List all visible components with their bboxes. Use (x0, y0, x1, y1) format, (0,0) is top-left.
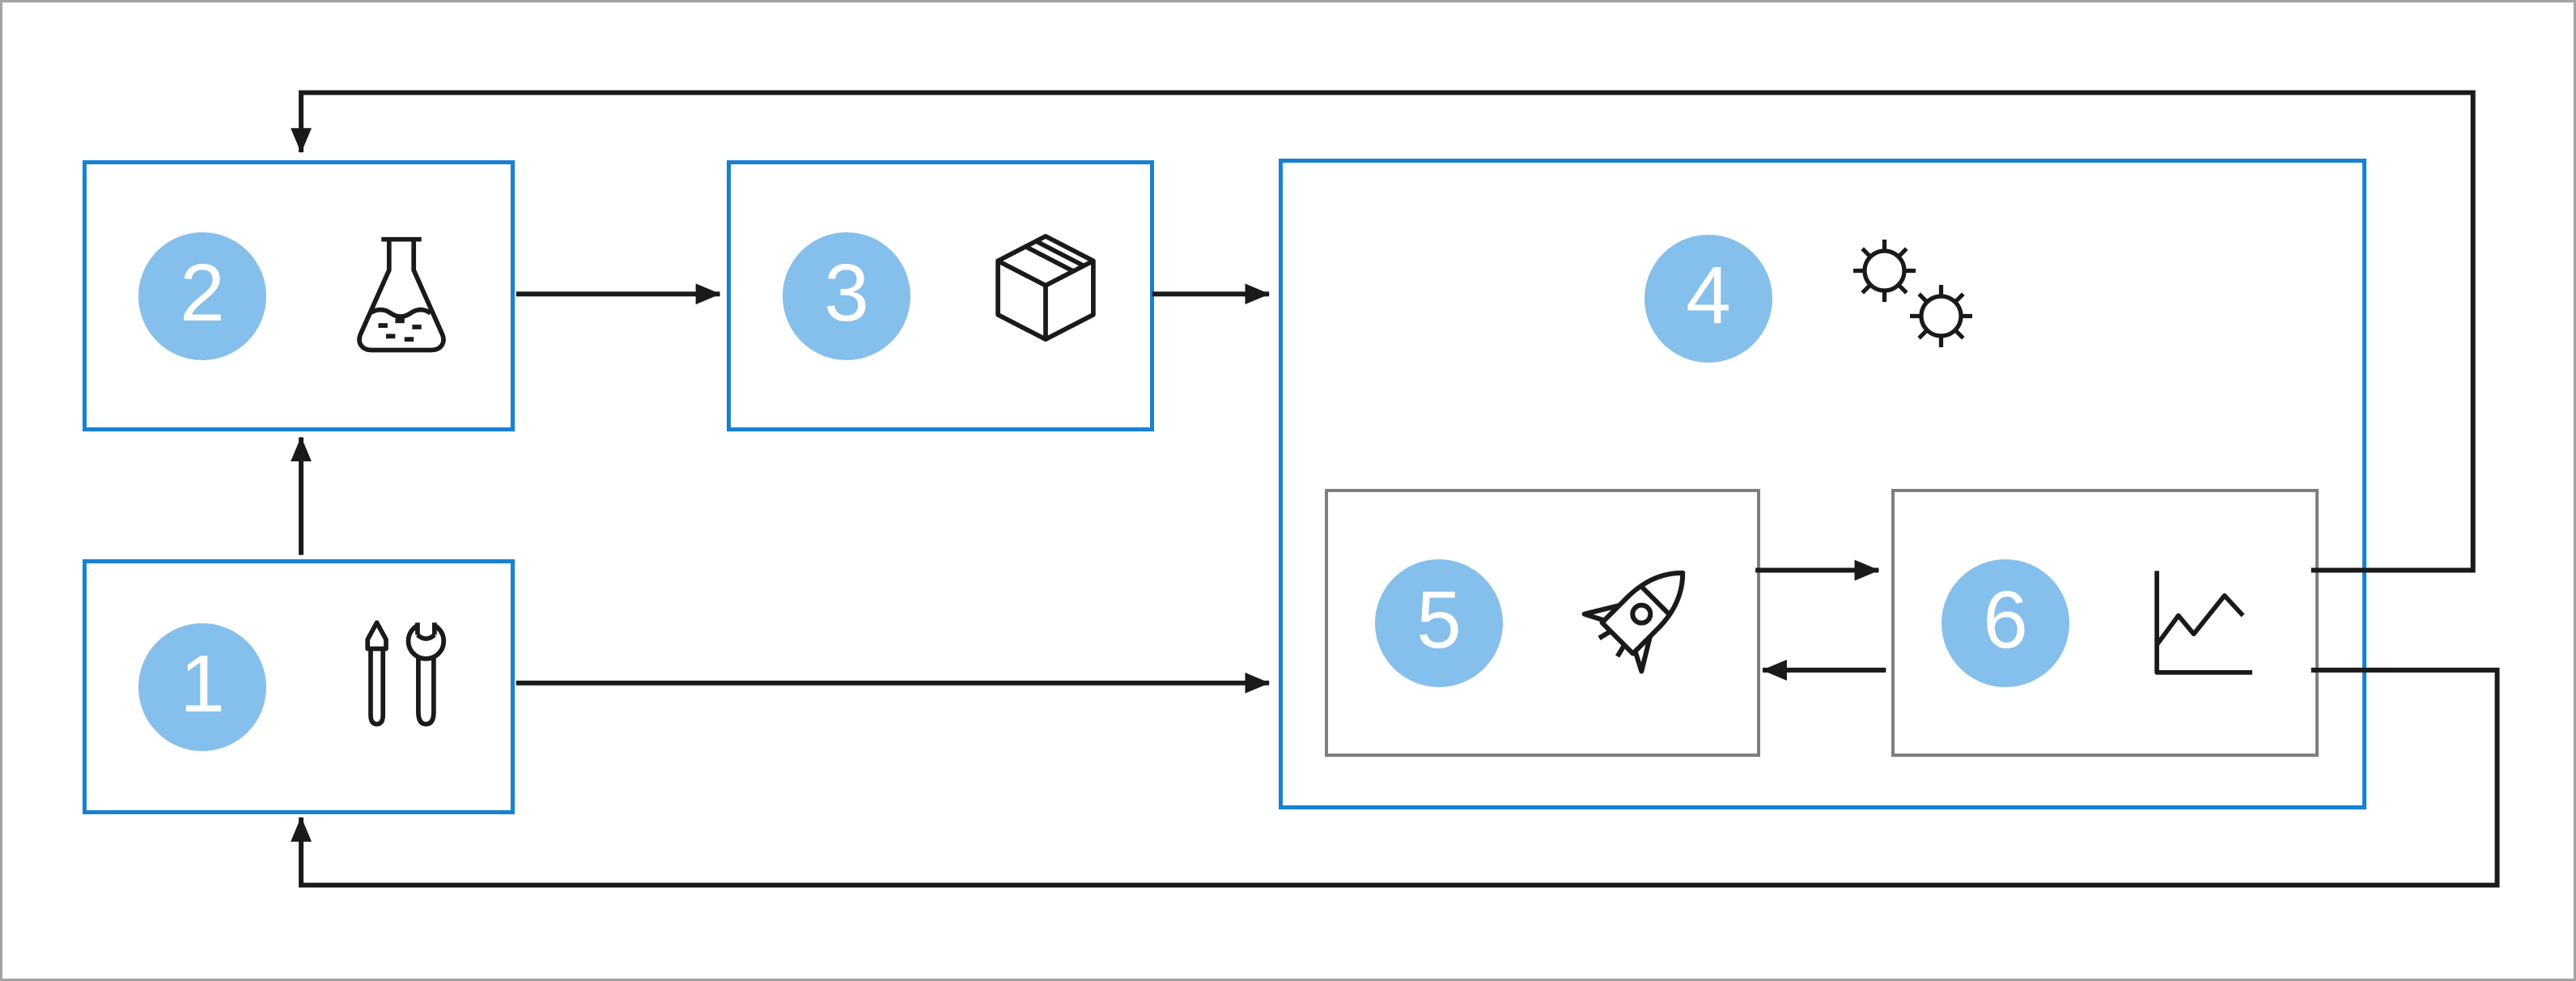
box-4-header: 4 (1283, 234, 2362, 363)
number-badge-3: 3 (783, 231, 910, 360)
box-3-number: 3 (824, 247, 869, 338)
number-badge-6: 6 (1942, 558, 2069, 687)
box-4-number: 4 (1686, 250, 1731, 341)
box-6-number: 6 (1983, 574, 2028, 665)
diagram-box-2: 2 (83, 160, 515, 431)
flask-icon (325, 219, 478, 373)
box-2-number: 2 (180, 247, 225, 338)
line-chart-icon (2118, 546, 2276, 700)
diagram-box-4: 4 5 (1279, 159, 2366, 809)
tools-icon (325, 610, 478, 764)
diagram-box-6: 6 (1891, 489, 2319, 757)
number-badge-4: 4 (1644, 235, 1772, 363)
box-1-number: 1 (180, 638, 225, 729)
number-badge-2: 2 (138, 231, 266, 360)
rocket-icon (1551, 542, 1713, 704)
diagram-box-1: 1 (83, 559, 515, 814)
number-badge-1: 1 (138, 622, 266, 751)
number-badge-5: 5 (1375, 558, 1503, 687)
package-box-icon (969, 219, 1122, 373)
diagram-box-5: 5 (1325, 489, 1760, 757)
diagram-box-3: 3 (727, 160, 1154, 431)
box-5-number: 5 (1416, 574, 1462, 665)
microbes-icon (1831, 228, 2001, 370)
